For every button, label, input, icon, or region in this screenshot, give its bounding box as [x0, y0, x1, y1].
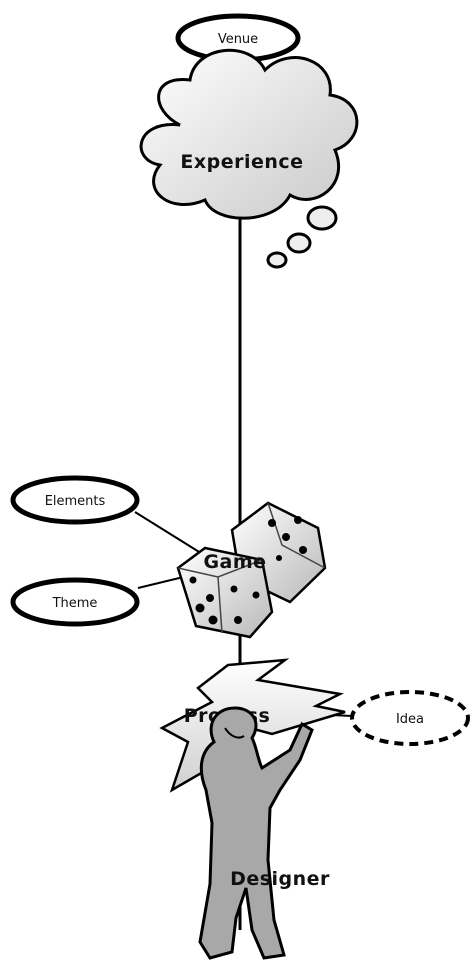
- theme-node: Theme: [10, 577, 140, 627]
- thought-bubble-large: [306, 205, 338, 231]
- experience-cloud: Experience: [139, 48, 359, 269]
- elements-node: Elements: [10, 475, 140, 525]
- thought-bubble-small: [266, 251, 288, 269]
- theme-label: Theme: [52, 596, 98, 611]
- front-die-icon: [176, 546, 274, 639]
- experience-label: Experience: [180, 151, 303, 173]
- idea-node: Idea: [350, 690, 470, 746]
- designer-label: Designer: [230, 868, 330, 890]
- thought-bubble-medium: [286, 232, 312, 254]
- idea-label: Idea: [396, 712, 424, 727]
- venue-label: Venue: [218, 32, 258, 47]
- game-dice: Game: [176, 501, 327, 639]
- designer-person-icon: [198, 706, 314, 960]
- game-label: Game: [203, 551, 266, 573]
- elements-label: Elements: [45, 494, 106, 509]
- designer-figure: Designer: [198, 706, 330, 960]
- venue-node: Venue: [175, 13, 301, 63]
